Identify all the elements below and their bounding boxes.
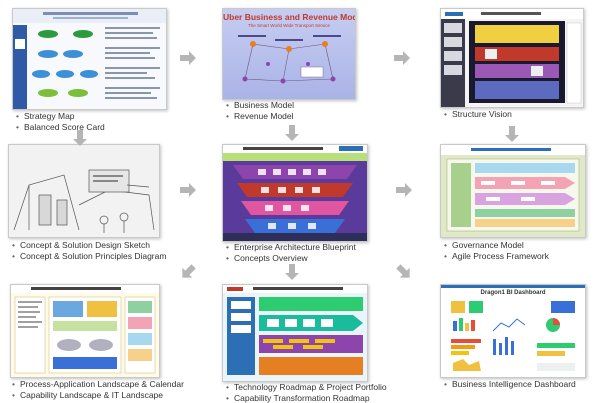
business-model-graphic bbox=[223, 9, 355, 99]
enterprise-blueprint-captions: Enterprise Architecture Blueprint Concep… bbox=[226, 242, 356, 263]
business-model-captions: Business Model Revenue Model bbox=[226, 100, 294, 121]
concept-sketch-captions: Concept & Solution Design Sketch Concept… bbox=[12, 240, 166, 261]
landscape-thumbnail bbox=[10, 284, 160, 378]
strategy-map-captions: Strategy Map Balanced Score Card bbox=[16, 111, 105, 132]
caption-line: Revenue Model bbox=[226, 111, 294, 122]
strategy-map-graphic bbox=[13, 9, 166, 109]
caption-line: Concept & Solution Principles Diagram bbox=[12, 251, 166, 262]
arrow-right-icon bbox=[392, 48, 412, 68]
structure-vision-graphic bbox=[441, 9, 583, 107]
caption-line: Enterprise Architecture Blueprint bbox=[226, 242, 356, 253]
caption-line: Balanced Score Card bbox=[16, 122, 105, 133]
concept-sketch-thumbnail bbox=[8, 144, 160, 238]
arrow-right-icon bbox=[178, 48, 198, 68]
concept-sketch-graphic bbox=[9, 145, 159, 237]
arrow-right-icon bbox=[178, 180, 198, 200]
caption-line: Structure Vision bbox=[444, 109, 512, 120]
structure-vision-captions: Structure Vision bbox=[444, 109, 512, 120]
governance-model-graphic bbox=[441, 145, 585, 237]
governance-model-captions: Governance Model Agile Process Framework bbox=[444, 240, 549, 261]
bi-dashboard-captions: Business Intelligence Dashboard bbox=[444, 379, 576, 390]
arrow-down-icon bbox=[282, 123, 302, 143]
strategy-map-thumbnail bbox=[12, 8, 167, 110]
caption-line: Business Model bbox=[226, 100, 294, 111]
caption-line: Business Intelligence Dashboard bbox=[444, 379, 576, 390]
landscape-captions: Process-Application Landscape & Calendar… bbox=[12, 379, 184, 400]
bi-dashboard-thumbnail: Dragon1 BI Dashboard bbox=[440, 284, 586, 378]
caption-line: Process-Application Landscape & Calendar bbox=[12, 379, 184, 390]
bi-dashboard-graphic bbox=[441, 285, 585, 377]
caption-line: Strategy Map bbox=[16, 111, 105, 122]
caption-line: Capability Transformation Roadmap bbox=[226, 393, 387, 403]
arrow-down-left-icon bbox=[174, 258, 202, 286]
caption-line: Concept & Solution Design Sketch bbox=[12, 240, 166, 251]
landscape-graphic bbox=[11, 285, 159, 377]
structure-vision-thumbnail bbox=[440, 8, 584, 108]
arrow-down-icon bbox=[502, 124, 522, 144]
arrow-right-icon bbox=[394, 180, 414, 200]
arrow-down-icon bbox=[70, 128, 90, 148]
governance-model-thumbnail bbox=[440, 144, 586, 238]
caption-line: Governance Model bbox=[444, 240, 549, 251]
roadmap-thumbnail bbox=[222, 284, 368, 382]
enterprise-blueprint-thumbnail bbox=[222, 144, 368, 242]
arrow-down-right-icon bbox=[390, 258, 418, 286]
enterprise-blueprint-graphic bbox=[223, 145, 367, 241]
arrow-down-icon bbox=[282, 262, 302, 282]
caption-line: Capability Landscape & IT Landscape bbox=[12, 390, 184, 401]
caption-line: Technology Roadmap & Project Portfolio bbox=[226, 382, 387, 393]
business-model-thumbnail: Uber Business and Revenue Model The Smar… bbox=[222, 8, 356, 100]
caption-line: Agile Process Framework bbox=[444, 251, 549, 262]
roadmap-graphic bbox=[223, 285, 367, 381]
